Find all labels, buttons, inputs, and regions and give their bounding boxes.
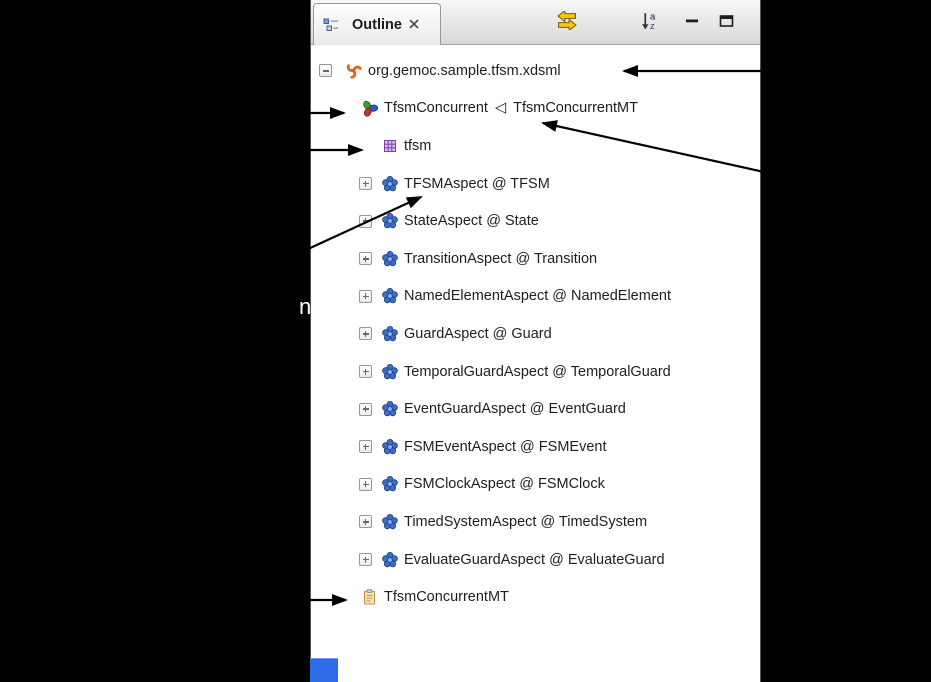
expander-plus-icon[interactable] — [359, 365, 372, 379]
outline-view-icon — [322, 16, 339, 33]
aspect-icon — [381, 476, 398, 493]
expander-plus-icon[interactable] — [359, 327, 372, 341]
outline-view-panel: Outline a z — [310, 0, 761, 682]
tree-item-label: GuardAspect @ Guard — [404, 325, 552, 342]
aspect-icon — [381, 325, 398, 342]
expander-plus-icon[interactable] — [359, 553, 372, 567]
tree-item-label: TfsmConcurrentMT — [384, 589, 509, 606]
aspect-icon — [381, 213, 398, 230]
package-icon — [381, 137, 398, 154]
close-tab-icon[interactable] — [409, 16, 419, 34]
maximize-button[interactable] — [713, 10, 739, 36]
maximize-icon — [719, 14, 734, 33]
sort-alphabetical-button[interactable]: a z — [636, 10, 662, 36]
tree-item-label: tfsm — [404, 137, 432, 154]
minimize-icon — [685, 14, 699, 33]
tree-item-label: TemporalGuardAspect @ TemporalGuard — [404, 363, 671, 380]
aspect-icon — [381, 513, 398, 530]
clipboard-icon — [361, 589, 378, 606]
gemoc-model-icon — [345, 62, 362, 79]
expander-plus-icon[interactable] — [359, 214, 372, 228]
minimize-button[interactable] — [679, 10, 705, 36]
swap-arrows-icon — [555, 9, 579, 35]
aspect-icon — [381, 250, 398, 267]
tree-item-ref-label: TfsmConcurrentMT — [513, 100, 638, 117]
tree-item[interactable]: org.gemoc.sample.tfsm.xdsml — [311, 52, 760, 90]
tree-item-label: TransitionAspect @ Transition — [404, 250, 598, 267]
sort-az-icon: a z — [641, 11, 658, 35]
link-with-editor-button[interactable] — [554, 9, 580, 36]
expander-plus-icon[interactable] — [359, 440, 372, 454]
tree-item[interactable]: StateAspect @ State — [311, 202, 760, 240]
aspect-icon — [381, 363, 398, 380]
tree-item[interactable]: FSMClockAspect @ FSMClock — [311, 466, 760, 504]
aspect-icon — [381, 288, 398, 305]
aspect-icon — [381, 175, 398, 192]
tree-item-label: FSMEventAspect @ FSMEvent — [404, 438, 607, 455]
expander-minus-icon[interactable] — [319, 64, 332, 78]
aspect-icon — [381, 438, 398, 455]
tree-item-label: TfsmConcurrent — [384, 100, 488, 117]
tree-item[interactable]: TfsmConcurrent ◁ TfsmConcurrentMT — [311, 90, 760, 128]
annotation-cutoff-text: nt — [299, 294, 318, 319]
expander-plus-icon[interactable] — [359, 289, 372, 303]
tree-item-label: org.gemoc.sample.tfsm.xdsml — [368, 62, 561, 79]
aspect-icon — [381, 401, 398, 418]
tree-item-label: TFSMAspect @ TFSM — [404, 175, 550, 192]
expander-plus-icon[interactable] — [359, 252, 372, 266]
tree-item-label: NamedElementAspect @ NamedElement — [404, 288, 671, 305]
language-icon — [361, 100, 378, 117]
tree-item-label: EventGuardAspect @ EventGuard — [404, 401, 626, 418]
tree-item-label: FSMClockAspect @ FSMClock — [404, 476, 605, 493]
tab-outline-label: Outline — [352, 16, 402, 33]
svg-text:a: a — [650, 11, 656, 22]
svg-text:z: z — [650, 21, 655, 30]
outline-view-header: Outline a z — [311, 0, 760, 45]
tab-outline[interactable]: Outline — [313, 3, 441, 45]
expander-plus-icon[interactable] — [359, 477, 372, 491]
tree-item[interactable]: TfsmConcurrentMT — [311, 578, 760, 616]
tree-item[interactable]: TFSMAspect @ TFSM — [311, 165, 760, 203]
expander-plus-icon[interactable] — [359, 177, 372, 191]
aspect-icon — [381, 551, 398, 568]
adjacent-view-edge — [310, 658, 338, 682]
tree-item[interactable]: TransitionAspect @ Transition — [311, 240, 760, 278]
inherit-triangle-icon: ◁ — [494, 100, 507, 117]
tree-item-label: EvaluateGuardAspect @ EvaluateGuard — [404, 551, 665, 568]
tree-item-label: TimedSystemAspect @ TimedSystem — [404, 513, 648, 530]
expander-plus-icon[interactable] — [359, 402, 372, 416]
tree-item[interactable]: NamedElementAspect @ NamedElement — [311, 278, 760, 316]
tree-item[interactable]: EventGuardAspect @ EventGuard — [311, 390, 760, 428]
tree-item[interactable]: EvaluateGuardAspect @ EvaluateGuard — [311, 541, 760, 579]
tree-item-label: StateAspect @ State — [404, 213, 539, 230]
tree-item[interactable]: TemporalGuardAspect @ TemporalGuard — [311, 353, 760, 391]
tree-item[interactable]: tfsm — [311, 127, 760, 165]
tree-item[interactable]: TimedSystemAspect @ TimedSystem — [311, 503, 760, 541]
tree-item[interactable]: GuardAspect @ Guard — [311, 315, 760, 353]
expander-plus-icon[interactable] — [359, 515, 372, 529]
tree-item[interactable]: FSMEventAspect @ FSMEvent — [311, 428, 760, 466]
